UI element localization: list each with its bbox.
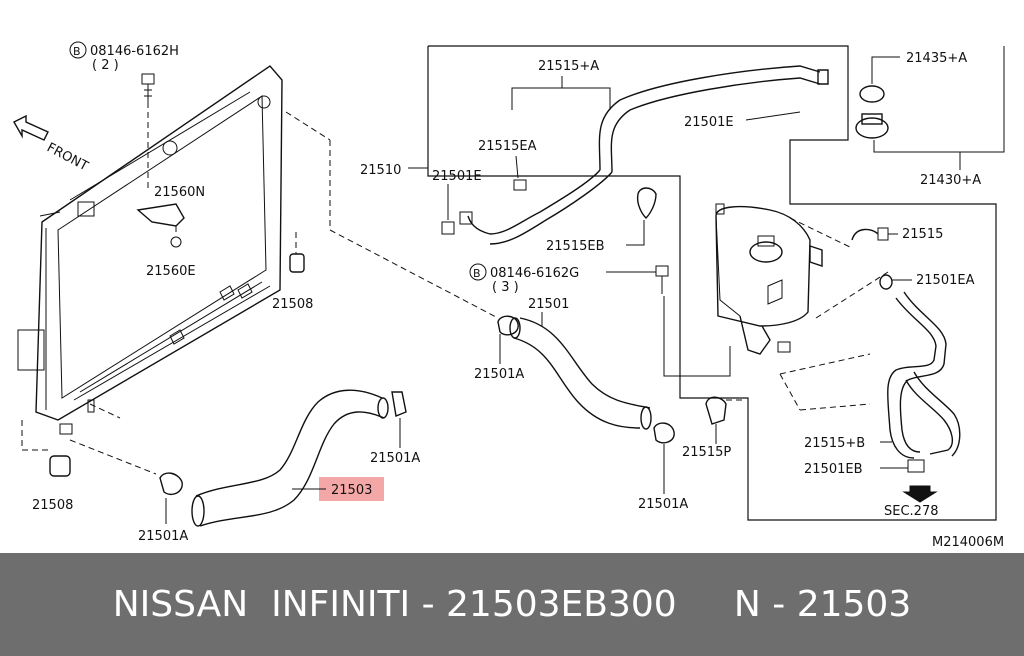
callout-21503: 21503 bbox=[292, 477, 384, 501]
label-21515A: 21515+A bbox=[538, 59, 599, 74]
label-21515EB: 21515EB bbox=[546, 239, 605, 254]
lower-hose-21503 bbox=[69, 389, 407, 527]
front-label: FRONT bbox=[44, 140, 90, 174]
label-21501EB: 21501EB bbox=[804, 462, 863, 477]
mount-21508-bottom: 21508 bbox=[21, 420, 73, 513]
overflow-hose: 21515 21501EA 21515+B 21501EB SEC.278 bbox=[779, 217, 975, 519]
label-21508-top: 21508 bbox=[272, 297, 313, 312]
parts-diagram: FRONT B 08146-6162H ( 2 ) 21560N 21560E … bbox=[13, 41, 1005, 550]
clip-21515P: 21515P bbox=[663, 296, 744, 460]
highlight-21503 bbox=[319, 477, 384, 501]
upper-hose-21501: 21501 21501A 21501A bbox=[285, 111, 688, 512]
bolt-mid: B 08146-6162G ( 3 ) bbox=[469, 263, 669, 295]
footer-bar: NISSAN INFINITI - 21503EB300 N - 21503 bbox=[0, 553, 1024, 656]
radiator-cap: 21435+A 21430+A bbox=[855, 46, 1005, 188]
label-21435A: 21435+A bbox=[906, 51, 967, 66]
label-21501E-right: 21501E bbox=[684, 115, 734, 130]
label-21501A-bracket: 21501A bbox=[370, 451, 420, 466]
label-bolt-top-qty: ( 2 ) bbox=[92, 58, 119, 73]
label-bolt-top: 08146-6162H bbox=[90, 44, 179, 59]
label-21515P: 21515P bbox=[682, 445, 731, 460]
label-21515EA: 21515EA bbox=[478, 139, 537, 154]
label-21501A-lower: 21501A bbox=[638, 497, 688, 512]
reservoir-tank bbox=[715, 203, 823, 355]
mount-21508-top: 21508 bbox=[272, 232, 313, 312]
bracket-21560: 21560N 21560E bbox=[136, 185, 205, 279]
radiator bbox=[17, 65, 283, 435]
label-21515: 21515 bbox=[902, 227, 943, 242]
label-21560E: 21560E bbox=[146, 264, 196, 279]
svg-text:B: B bbox=[73, 45, 81, 58]
svg-text:B: B bbox=[473, 267, 481, 280]
label-21501EA: 21501EA bbox=[916, 273, 975, 288]
front-arrow: FRONT bbox=[13, 114, 90, 174]
label-21501E-left: 21501E bbox=[432, 169, 482, 184]
bolt-top: B 08146-6162H ( 2 ) bbox=[69, 41, 179, 190]
label-sec: SEC.278 bbox=[884, 504, 939, 519]
label-21501A-left: 21501A bbox=[138, 529, 188, 544]
reservoir-hose-box: 21510 21515+A 21515EA 21501E 21501E 2151… bbox=[360, 45, 997, 521]
label-21501: 21501 bbox=[528, 297, 569, 312]
label-21560N: 21560N bbox=[154, 185, 205, 200]
label-21510: 21510 bbox=[360, 163, 401, 178]
label-21508-bottom: 21508 bbox=[32, 498, 73, 513]
label-21430A: 21430+A bbox=[920, 173, 981, 188]
label-21515B: 21515+B bbox=[804, 436, 865, 451]
label-bolt-mid-qty: ( 3 ) bbox=[492, 280, 519, 295]
label-21501A-mid: 21501A bbox=[474, 367, 524, 382]
label-bolt-mid: 08146-6162G bbox=[490, 266, 579, 281]
label-21503: 21503 bbox=[331, 483, 372, 498]
part-number-caption: NISSAN INFINITI - 21503EB300 N - 21503 bbox=[112, 584, 912, 625]
diagram-code: M214006M bbox=[932, 535, 1004, 550]
